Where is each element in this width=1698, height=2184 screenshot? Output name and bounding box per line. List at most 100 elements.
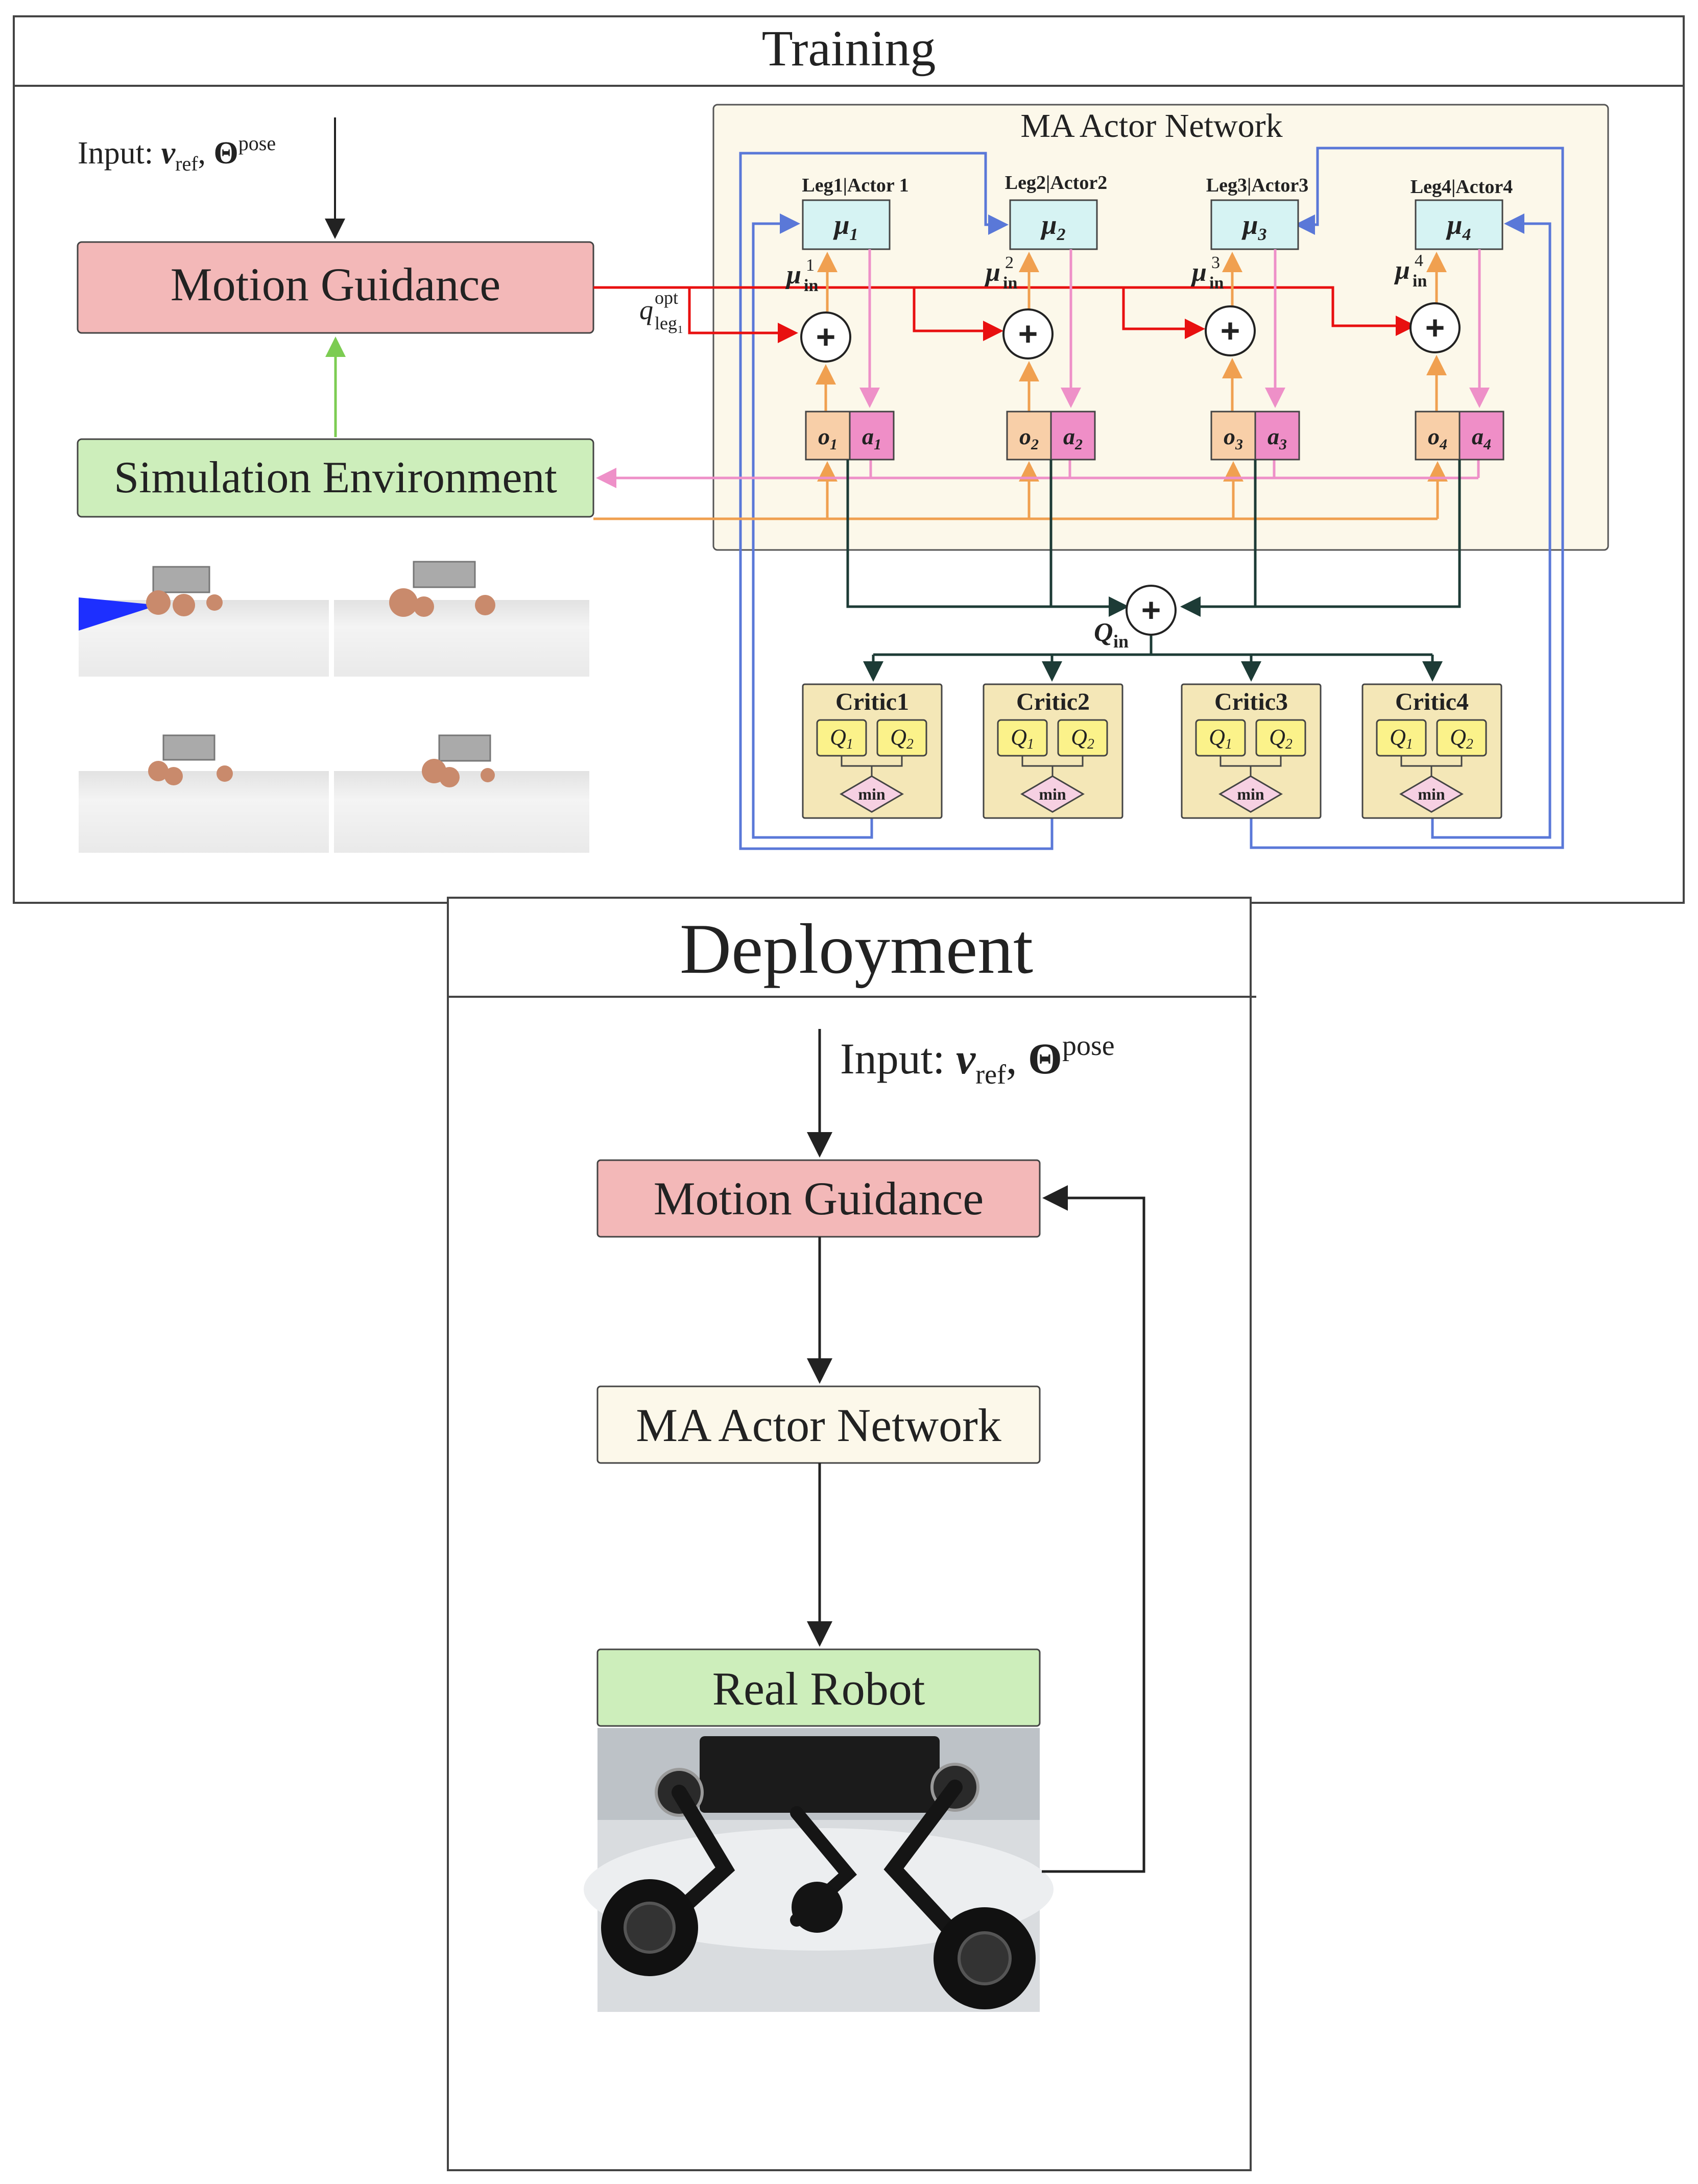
critic-2: Critic2 Q1 Q2 min — [983, 683, 1123, 819]
a-1-box — [849, 411, 895, 461]
svg-text:in: in — [804, 276, 818, 295]
svg-text:leg₁: leg₁ — [655, 313, 684, 333]
deployment-title: Deployment — [680, 909, 1033, 989]
svg-text:in: in — [1003, 274, 1017, 293]
svg-text:Q2: Q2 — [1269, 725, 1293, 752]
svg-text:in: in — [1413, 272, 1427, 291]
training-title: Training — [762, 20, 936, 77]
svg-text:Q1: Q1 — [1011, 725, 1034, 752]
q-in-plus-node: + — [1126, 585, 1177, 636]
actor-2: Leg2|Actor2 μ2 μ in 2 + o2 a2 — [984, 172, 1107, 461]
svg-text:2: 2 — [1005, 253, 1014, 272]
svg-text:Q2: Q2 — [1450, 725, 1473, 752]
critic-2-label: Critic2 — [1016, 688, 1090, 715]
sim-image-3 — [79, 725, 329, 853]
real-robot-label: Real Robot — [712, 1663, 925, 1715]
plus-node-4 — [1409, 302, 1461, 353]
simulation-environment-box: Simulation Environment — [77, 438, 594, 518]
blue-arrows — [739, 147, 1564, 850]
svg-text:o3: o3 — [1224, 423, 1243, 453]
svg-text:min: min — [858, 785, 886, 803]
deployment-input-label: Input: vref, Θpose — [840, 1030, 1115, 1090]
training-panel: Training Input: vref, Θpose Motion Guida… — [13, 15, 1685, 904]
o-1-box — [805, 411, 851, 461]
mu-in-2-label: μ — [984, 258, 1000, 287]
plus-node-3 — [1205, 305, 1256, 356]
svg-text:+: + — [1018, 317, 1038, 355]
svg-text:Q2: Q2 — [1071, 725, 1094, 752]
training-motion-guidance-label: Motion Guidance — [171, 258, 500, 310]
o-3-box — [1210, 411, 1256, 461]
mu-2-box — [1009, 199, 1098, 250]
deployment-ma-actor-network-box: MA Actor Network — [596, 1385, 1041, 1464]
svg-text:q: q — [639, 295, 653, 325]
svg-text:o1: o1 — [818, 423, 838, 453]
actor-4-label: Leg4|Actor4 — [1410, 176, 1513, 198]
svg-text:μ2: μ2 — [1040, 209, 1065, 244]
pink-lines — [596, 460, 1480, 488]
sim-image-2 — [334, 549, 589, 677]
svg-text:min: min — [1039, 785, 1066, 803]
plus-node-1 — [800, 311, 851, 363]
real-robot-photo — [584, 1728, 1054, 2012]
q-opt-label: q opt leg₁ — [639, 287, 684, 333]
sim-image-4 — [334, 725, 589, 853]
mu-4-box — [1415, 199, 1503, 250]
svg-text:+: + — [1141, 593, 1161, 632]
svg-text:Input: vref, Θpose: Input: vref, Θpose — [78, 132, 276, 175]
svg-text:opt: opt — [655, 287, 678, 308]
actor-1: Leg1|Actor 1 μ1 μ in 1 + o1 a1 — [785, 175, 909, 461]
actor-3: Leg3|Actor3 μ3 μ in 3 + o3 a3 — [1190, 175, 1308, 461]
svg-text:Q1: Q1 — [830, 725, 853, 752]
a-3-box — [1254, 411, 1300, 461]
o-4-box — [1415, 411, 1461, 461]
svg-text:a3: a3 — [1267, 423, 1287, 453]
critic-3: Critic3 Q1 Q2 min — [1181, 683, 1322, 819]
svg-text:1: 1 — [806, 256, 815, 275]
critic-4-label: Critic4 — [1395, 688, 1469, 715]
ma-actor-network-title: MA Actor Network — [1020, 107, 1282, 145]
svg-text:a4: a4 — [1472, 423, 1491, 453]
mu-in-4-label: μ — [1394, 256, 1410, 285]
ma-actor-network-panel: MA Actor Network — [712, 104, 1609, 551]
critic-3-label: Critic3 — [1214, 688, 1288, 715]
o-2-box — [1006, 411, 1052, 461]
dark-lines — [846, 460, 1461, 682]
svg-text:3: 3 — [1211, 253, 1220, 272]
svg-text:o2: o2 — [1019, 423, 1039, 453]
mu-3-box — [1210, 199, 1299, 250]
critic-1: Critic1 Q1 Q2 min — [802, 683, 943, 819]
svg-text:a1: a1 — [862, 423, 881, 453]
orange-lines — [593, 461, 1448, 520]
svg-text:+: + — [1220, 314, 1240, 352]
svg-text:min: min — [1418, 785, 1445, 803]
deployment-motion-guidance-label: Motion Guidance — [654, 1172, 984, 1225]
actor-2-label: Leg2|Actor2 — [1005, 172, 1107, 194]
svg-text:+: + — [816, 320, 836, 358]
svg-text:Q1: Q1 — [1209, 725, 1232, 752]
simulation-environment-label: Simulation Environment — [114, 453, 557, 502]
plus-node-2 — [1002, 308, 1054, 359]
actor-1-label: Leg1|Actor 1 — [802, 175, 908, 196]
mu-in-1-label: μ — [785, 260, 801, 290]
training-motion-guidance-box: Motion Guidance — [77, 241, 594, 334]
mu-1-box — [802, 199, 891, 250]
simulation-images — [79, 549, 589, 853]
sim-image-1 — [79, 549, 329, 677]
svg-text:Q2: Q2 — [890, 725, 914, 752]
svg-text:μ4: μ4 — [1445, 209, 1471, 244]
svg-text:+: + — [1425, 311, 1445, 349]
svg-text:Q1: Q1 — [1390, 725, 1413, 752]
training-input-label: Input: vref, Θpose — [78, 132, 276, 175]
deployment-motion-guidance-box: Motion Guidance — [596, 1159, 1041, 1238]
real-robot-box: Real Robot — [596, 1648, 1041, 1727]
deployment-ma-actor-network-label: MA Actor Network — [636, 1399, 1001, 1451]
actor-3-label: Leg3|Actor3 — [1206, 175, 1308, 196]
critic-1-label: Critic1 — [835, 688, 909, 715]
a-2-box — [1050, 411, 1096, 461]
a-4-box — [1458, 411, 1504, 461]
svg-text:min: min — [1237, 785, 1264, 803]
q-in-label: Q in — [1094, 618, 1129, 652]
svg-text:μ1: μ1 — [832, 209, 858, 244]
svg-text:a2: a2 — [1063, 423, 1083, 453]
